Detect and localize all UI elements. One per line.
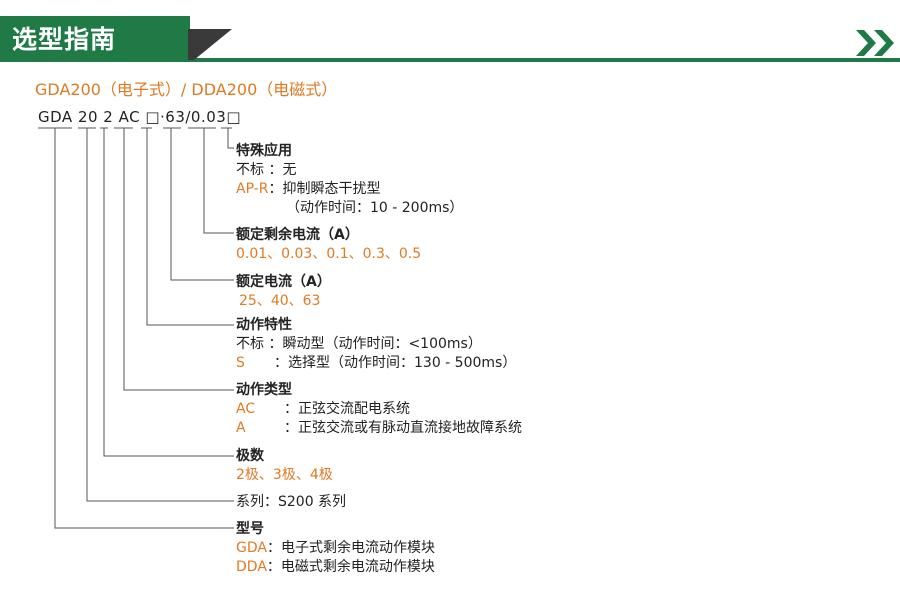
rated-current-title: 额定电流（A）	[236, 274, 331, 290]
model-dda: DDA：电磁式剩余电流动作模块	[236, 559, 435, 575]
rated-current-values: 25、40、63	[239, 293, 321, 309]
action-characteristic-group: 动作特性 不标 ：瞬动型（动作时间：<100ms） S：选择型（动作时间：130…	[236, 316, 516, 373]
header-divider	[0, 58, 900, 62]
header-wedge	[188, 29, 232, 60]
rated-residual-current-title: 额定剩余电流（A）	[236, 227, 359, 243]
action-option-selective: S：选择型（动作时间：130 - 500ms）	[236, 355, 517, 371]
special-application-title: 特殊应用	[236, 143, 292, 159]
model-code: GDA 20 2 AC □·63/0.03□	[38, 108, 241, 126]
action-type-ac: AC：正弦交流配电系统	[236, 401, 410, 417]
model-group: 型号 GDA：电子式剩余电流动作模块 DDA：电磁式剩余电流动作模块	[236, 520, 435, 577]
poles-group: 极数 2极、3极、4极	[236, 447, 333, 485]
action-type-title: 动作类型	[236, 382, 292, 398]
special-option-apr-note: （动作时间：10 - 200ms）	[286, 200, 464, 216]
page-title: 选型指南	[12, 25, 117, 54]
series-group: 系列：S200 系列	[236, 493, 346, 512]
action-characteristic-title: 动作特性	[236, 317, 292, 333]
double-chevron-right-icon	[856, 30, 898, 56]
special-option-none: 不标 ：无	[236, 162, 297, 178]
poles-title: 极数	[236, 448, 264, 464]
action-option-instant: 不标 ：瞬动型（动作时间：<100ms）	[236, 336, 482, 352]
header-banner	[0, 16, 190, 60]
poles-values: 2极、3极、4极	[236, 467, 333, 483]
product-subtitle: GDA200（电子式）/ DDA200（电磁式）	[35, 80, 338, 99]
model-gda: GDA：电子式剩余电流动作模块	[236, 540, 435, 556]
special-option-apr: AP-R：抑制瞬态干扰型	[236, 181, 381, 197]
rated-current-group: 额定电流（A） 25、40、63	[236, 273, 331, 311]
model-title: 型号	[236, 521, 264, 537]
rated-residual-current-group: 额定剩余电流（A） 0.01、0.03、0.1、0.3、0.5	[236, 226, 421, 264]
action-type-a: A：正弦交流或有脉动直流接地故障系统	[236, 420, 522, 436]
special-application-group: 特殊应用 不标 ：无 AP-R：抑制瞬态干扰型 （动作时间：10 - 200ms…	[236, 142, 463, 218]
series-text: 系列：S200 系列	[236, 494, 347, 510]
action-type-group: 动作类型 AC：正弦交流配电系统 A：正弦交流或有脉动直流接地故障系统	[236, 381, 522, 438]
rated-residual-current-values: 0.01、0.03、0.1、0.3、0.5	[236, 246, 422, 262]
